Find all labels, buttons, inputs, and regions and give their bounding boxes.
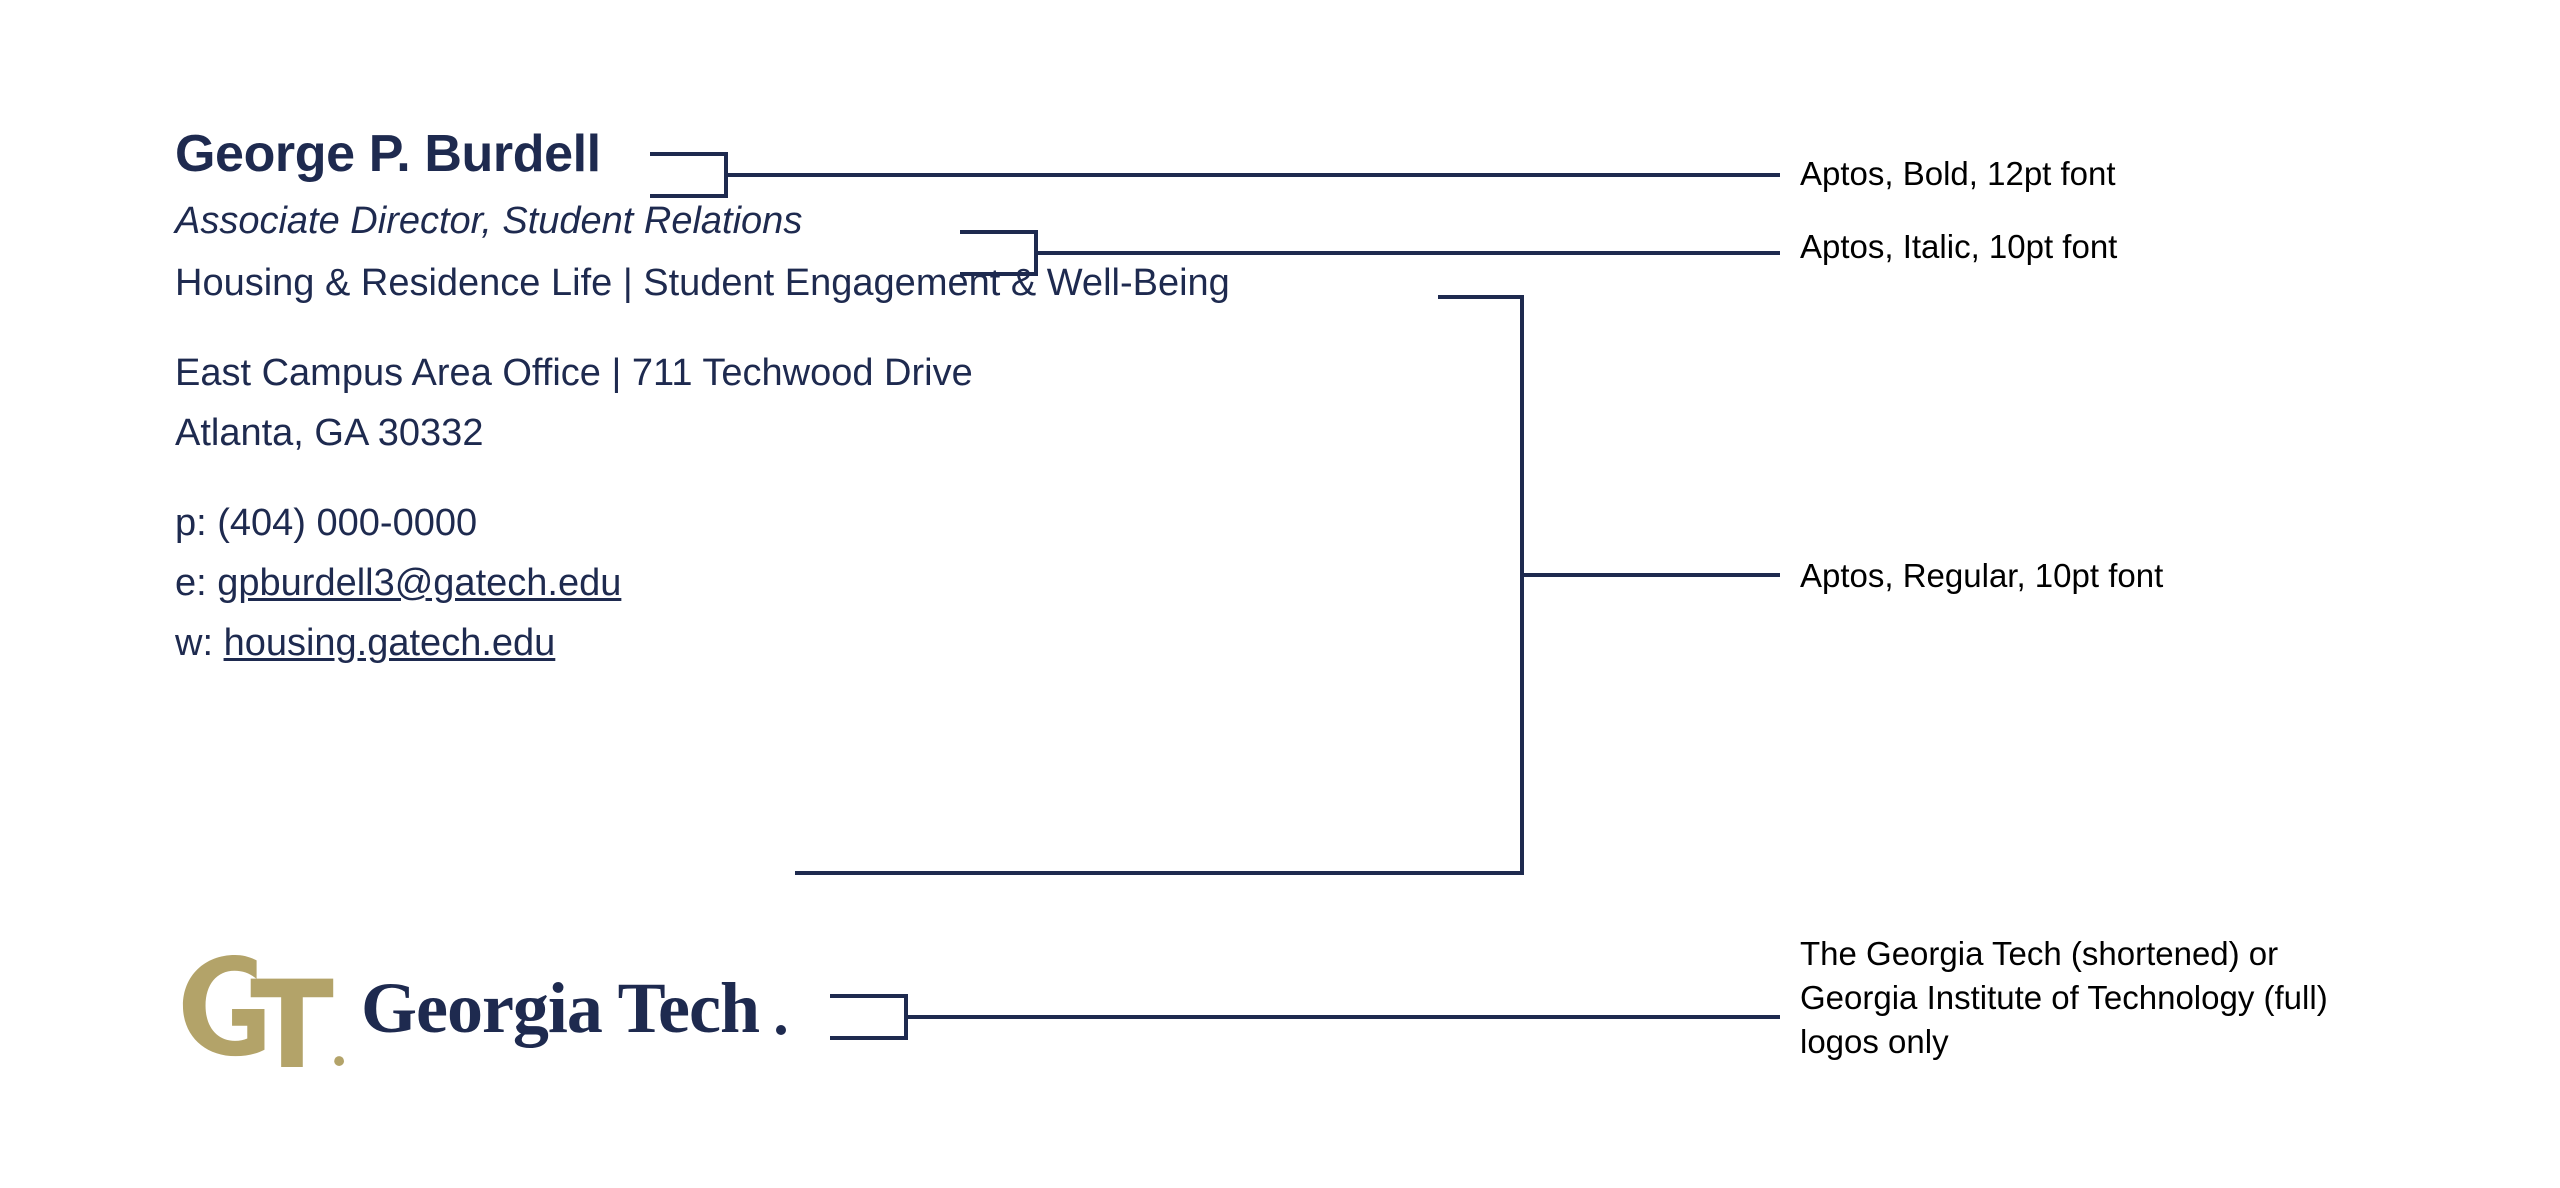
signature-title: Associate Director, Student Relations: [175, 200, 803, 242]
leader-bracket-body: [795, 295, 1780, 875]
annotation-title-font-spec: Aptos, Italic, 10pt font: [1800, 228, 2118, 265]
georgia-tech-wordmark: Georgia Tech: [361, 968, 786, 1048]
signature-web-link[interactable]: housing.gatech.edu: [223, 622, 556, 664]
signature-email-link[interactable]: gpburdell3@gatech.edu: [217, 562, 622, 604]
annotation-name-font-spec: Aptos, Bold, 12pt font: [1800, 155, 2116, 192]
signature-department: Housing & Residence Life | Student Engag…: [175, 262, 1230, 304]
signature-web-row: w: housing.gatech.edu: [175, 624, 1475, 662]
signature-web-prefix: w:: [175, 622, 224, 664]
georgia-tech-logo: Georgia Tech: [180, 955, 791, 1067]
leader-bracket-name: [650, 150, 1780, 200]
svg-text:Georgia Tech: Georgia Tech: [361, 968, 759, 1048]
signature-email-prefix: e:: [175, 562, 218, 604]
leader-bracket-title: [960, 228, 1780, 278]
gt-monogram-icon: [182, 955, 345, 1067]
annotation-logo-usage: The Georgia Tech (shortened) or Georgia …: [1800, 935, 2328, 1060]
signature-address-line-2: Atlanta, GA 30332: [175, 412, 484, 454]
signature-address-line-1: East Campus Area Office | 711 Techwood D…: [175, 352, 973, 394]
annotation-body-font-spec: Aptos, Regular, 10pt font: [1800, 557, 2164, 594]
signature-email-row: e: gpburdell3@gatech.edu: [175, 564, 1475, 602]
signature-name: George P. Burdell: [175, 125, 601, 183]
signature-phone: p: (404) 000-0000: [175, 502, 478, 544]
leader-bracket-logo: [830, 992, 1780, 1042]
email-signature-block: George P. Burdell Associate Director, St…: [175, 128, 1475, 662]
